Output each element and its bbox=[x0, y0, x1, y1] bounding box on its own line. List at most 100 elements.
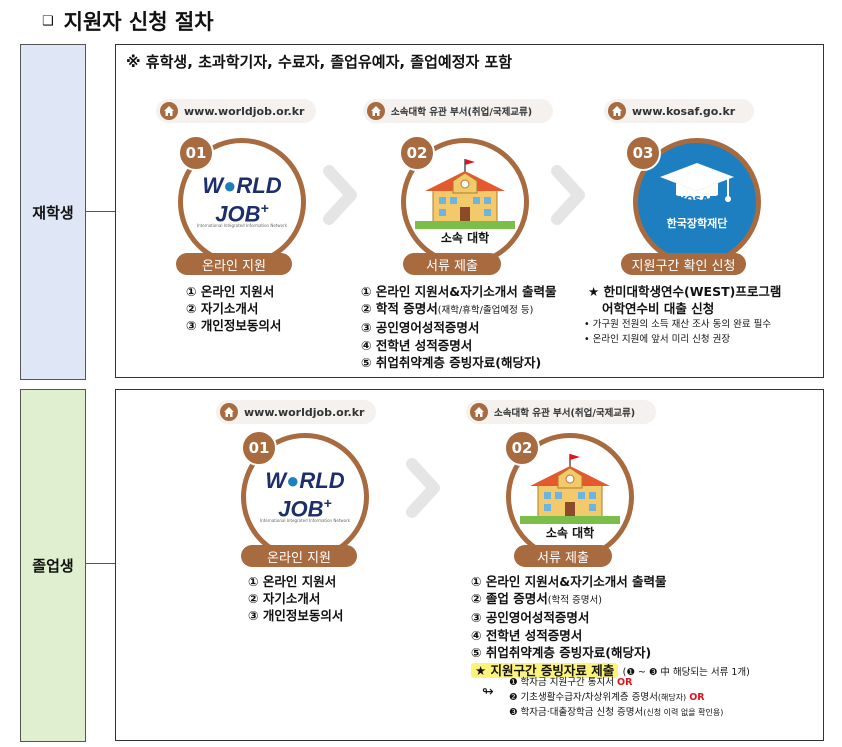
url-text: www.kosaf.go.kr bbox=[632, 104, 736, 118]
list-item: ① 온라인 지원서 bbox=[248, 574, 337, 589]
sub-notes: ❶ 학자금 지원구간 통지서 OR ❷ 기초생활수급자/차상위계층 증명서(해당… bbox=[509, 675, 723, 720]
logo-text: RLD bbox=[299, 468, 345, 493]
list-item: ① 온라인 지원서&자기소개서 출력물 bbox=[471, 574, 667, 589]
item-list: ① 온라인 지원서 ② 자기소개서 ③ 개인정보동의서 bbox=[248, 573, 343, 625]
school-label: 소속 대학 bbox=[545, 526, 595, 540]
list-item: ③ 개인정보동의서 bbox=[186, 318, 282, 334]
or-label: OR bbox=[617, 677, 633, 688]
list-item: ④ 전학년 성적증명서 bbox=[361, 337, 473, 353]
url-pill: www.kosaf.go.kr bbox=[604, 99, 754, 123]
globe-icon: ● bbox=[223, 173, 237, 198]
logo-text: JOB bbox=[215, 201, 261, 227]
school-label: 소속 대학 bbox=[440, 231, 490, 245]
list-item: ① 온라인 지원서 bbox=[186, 284, 275, 299]
sub-note-small: (해당자) bbox=[657, 693, 687, 702]
logo-plus: + bbox=[260, 200, 269, 216]
sub-note: • 온라인 지원에 앞서 미리 신청 권장 bbox=[584, 334, 731, 345]
page-title-text: 지원자 신청 절차 bbox=[63, 10, 214, 34]
sub-note: • 가구원 전원의 소득 재산 조사 동의 완료 필수 bbox=[584, 319, 772, 330]
list-item-note: (학적 증명서) bbox=[547, 595, 602, 607]
side-label-text: 재학생 bbox=[32, 203, 74, 222]
item-list: ① 온라인 지원서 ② 자기소개서 ③ 개인정보동의서 bbox=[186, 283, 281, 335]
sub-note-text: ❸ 학자금·대출장학금 신청 증명서 bbox=[509, 707, 644, 718]
list-item: ③ 공인영어성적증명서 bbox=[471, 610, 590, 626]
connector-line bbox=[85, 563, 115, 564]
stage-pill: 온라인 지원 bbox=[241, 545, 357, 567]
graduate-panel: www.worldjob.or.kr W●RLD JOB+ Internatio… bbox=[115, 389, 824, 741]
side-label-enrolled: 재학생 bbox=[20, 44, 86, 380]
step-number: 01 bbox=[241, 430, 277, 466]
home-icon bbox=[470, 403, 488, 421]
url-pill: 소속대학 유관 부서(취업/국제교류) bbox=[363, 99, 553, 123]
stage-pill: 서류 제출 bbox=[514, 545, 612, 567]
item-list: ① 온라인 지원서&자기소개서 출력물 ② 졸업 증명서(학적 증명서) ③ 공… bbox=[471, 573, 750, 681]
globe-icon: ● bbox=[286, 468, 300, 493]
special-note: (❶ ~ ❸ 中 해당되는 서류 1개) bbox=[622, 667, 750, 679]
sub-note-small: (신청 이력 없을 확인용) bbox=[643, 708, 724, 717]
list-item: 어학연수비 대출 신청 bbox=[602, 301, 715, 317]
list-item: ② 학적 증명서(재학/휴학/졸업예정 등) bbox=[361, 300, 557, 319]
graduation-cap-icon bbox=[660, 163, 734, 202]
kosaf-name: 한국장학재단 bbox=[666, 217, 728, 230]
stage-pill: 온라인 지원 bbox=[176, 253, 292, 275]
url-pill: 소속대학 유관 부서(취업/국제교류) bbox=[466, 400, 656, 424]
title-bullet-icon: ❑ bbox=[42, 13, 54, 29]
special-item: ★ 지원구간 증빙자료 제출 (❶ ~ ❸ 中 해당되는 서류 1개) bbox=[471, 662, 750, 681]
sub-note: ❸ 학자금·대출장학금 신청 증명서(신청 이력 없을 확인용) bbox=[509, 705, 723, 720]
logo-text: W bbox=[202, 173, 224, 198]
logo-tagline: International Integrated Information Net… bbox=[196, 223, 288, 228]
sub-note: ❶ 학자금 지원구간 통지서 OR bbox=[509, 675, 723, 690]
chevron-right-icon bbox=[551, 165, 585, 225]
url-text: www.worldjob.or.kr bbox=[244, 405, 365, 419]
page-title: ❑ 지원자 신청 절차 bbox=[42, 6, 214, 36]
sub-note: ❷ 기초생활수급자/차상위계층 증명서(해당자) OR bbox=[509, 690, 723, 705]
curved-arrow-icon: ↬ bbox=[482, 684, 494, 700]
home-icon bbox=[220, 403, 238, 421]
list-item: ① 온라인 지원서&자기소개서 출력물 bbox=[361, 284, 557, 299]
enrolled-note: ※ 휴학생, 초과학기자, 수료자, 졸업유예자, 졸업예정자 포함 bbox=[126, 53, 513, 71]
sub-note-text: ❶ 학자금 지원구간 통지서 bbox=[509, 677, 614, 688]
item-list: ★ 한미대학생연수(WEST)프로그램 어학연수비 대출 신청 bbox=[588, 283, 781, 317]
home-icon bbox=[367, 102, 385, 120]
stage-pill: 지원구간 확인 신청 bbox=[621, 253, 746, 275]
url-pill: www.worldjob.or.kr bbox=[156, 99, 316, 123]
list-item-text: ② 학적 증명서 bbox=[361, 301, 438, 317]
list-item: ★ 한미대학생연수(WEST)프로그램 bbox=[588, 284, 782, 299]
sub-notes: • 가구원 전원의 소득 재산 조사 동의 완료 필수 • 온라인 지원에 앞서… bbox=[584, 317, 771, 347]
list-item: ⑤ 취업취약계층 증빙자료(해당자) bbox=[361, 354, 542, 370]
highlight-label: ★ 지원구간 증빙자료 제출 bbox=[471, 663, 619, 679]
step-number: 02 bbox=[504, 430, 540, 466]
logo-text: JOB bbox=[278, 496, 324, 522]
list-item: ⑤ 취업취약계층 증빙자료(해당자) bbox=[471, 644, 652, 660]
home-icon bbox=[608, 102, 626, 120]
side-label-text: 졸업생 bbox=[32, 557, 74, 575]
worldjob-logo: W●RLD JOB+ International Integrated Info… bbox=[178, 138, 306, 266]
step-number: 01 bbox=[178, 135, 214, 171]
chevron-right-icon bbox=[323, 165, 357, 225]
list-item: ② 자기소개서 bbox=[186, 301, 259, 317]
stage-pill: 서류 제출 bbox=[403, 253, 501, 275]
logo-plus: + bbox=[323, 495, 332, 511]
list-item: ③ 개인정보동의서 bbox=[248, 608, 344, 624]
url-text: www.worldjob.or.kr bbox=[184, 104, 305, 118]
list-item: ④ 전학년 성적증명서 bbox=[471, 627, 583, 643]
list-item: ② 자기소개서 bbox=[248, 591, 321, 607]
url-pill: www.worldjob.or.kr bbox=[216, 400, 376, 424]
kosaf-brand: KOSAF bbox=[678, 195, 716, 206]
logo-tagline: International Integrated Information Net… bbox=[259, 518, 351, 523]
list-item-note: (재학/휴학/졸업예정 등) bbox=[437, 305, 534, 317]
side-label-graduate: 졸업생 bbox=[20, 389, 86, 742]
url-text: 소속대학 유관 부서(취업/국제교류) bbox=[391, 107, 533, 118]
step-number: 03 bbox=[625, 135, 661, 171]
or-label: OR bbox=[689, 692, 705, 703]
item-list: ① 온라인 지원서&자기소개서 출력물 ② 학적 증명서(재학/휴학/졸업예정 … bbox=[361, 283, 557, 371]
school-icon bbox=[415, 159, 515, 229]
enrolled-panel: ※ 휴학생, 초과학기자, 수료자, 졸업유예자, 졸업예정자 포함 www.w… bbox=[115, 44, 824, 378]
school-icon bbox=[520, 454, 620, 524]
list-item-text: ② 졸업 증명서 bbox=[471, 591, 548, 607]
connector-line bbox=[85, 211, 115, 212]
url-text: 소속대학 유관 부서(취업/국제교류) bbox=[494, 408, 636, 419]
logo-text: RLD bbox=[236, 173, 282, 198]
home-icon bbox=[160, 102, 178, 120]
list-item: ② 졸업 증명서(학적 증명서) bbox=[471, 590, 750, 609]
